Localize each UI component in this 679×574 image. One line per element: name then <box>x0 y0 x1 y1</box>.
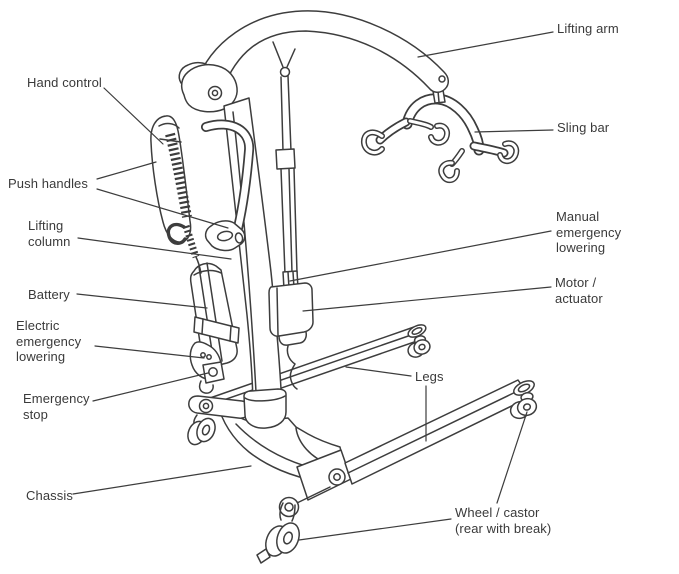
near-leg <box>256 379 538 564</box>
battery-drawing <box>189 262 240 394</box>
leader-emergency-stop <box>92 372 209 402</box>
coiled-cable <box>165 132 202 274</box>
label-legs: Legs <box>415 369 444 384</box>
label-manual-emergency-lowering: Manual emergency lowering <box>556 209 622 255</box>
label-sling-bar: Sling bar <box>557 120 610 135</box>
leader-lifting-arm <box>417 31 554 58</box>
leader-lifting-column <box>77 237 232 260</box>
mast-pivot-head <box>178 61 238 113</box>
label-lifting-column: Lifting column <box>28 218 71 249</box>
front-right-castor <box>509 391 538 420</box>
leader-chassis <box>72 465 252 495</box>
rear-left-castor <box>187 395 251 446</box>
push-handles-drawing <box>201 119 255 252</box>
label-motor-actuator: Motor / actuator <box>555 275 603 306</box>
leader-push-handles-upper <box>96 161 157 180</box>
front-left-castor <box>407 335 431 358</box>
label-hand-control: Hand control <box>27 75 102 90</box>
leader-push-handles-lower <box>96 188 229 229</box>
electric-lowering-buttons <box>200 352 212 360</box>
leader-hand-control <box>103 87 164 145</box>
far-leg <box>209 324 431 412</box>
leader-sling-bar <box>474 129 554 133</box>
label-push-handles: Push handles <box>8 176 88 191</box>
leader-legs-far <box>345 366 412 377</box>
label-battery: Battery <box>28 287 70 302</box>
leader-motor-actuator <box>302 286 552 312</box>
leader-electric-emergency-lowering <box>94 345 205 359</box>
label-chassis: Chassis <box>26 488 73 503</box>
lifting-column-drawing <box>223 97 287 429</box>
sling-bar-drawing <box>360 89 520 184</box>
leader-wheel-front <box>496 411 528 504</box>
label-wheel-castor: Wheel / castor (rear with break) <box>455 505 552 536</box>
emergency-stop-button <box>202 361 225 384</box>
leader-battery <box>76 293 208 309</box>
motor-actuator-drawing <box>268 282 314 390</box>
leader-lines <box>72 31 554 541</box>
rear-right-castor <box>256 502 300 564</box>
label-electric-emergency-lowering: Electric emergency lowering <box>16 318 82 364</box>
leader-manual-emergency-lowering <box>289 230 552 282</box>
label-lifting-arm: Lifting arm <box>557 21 619 36</box>
leader-wheel-rear <box>298 518 452 541</box>
label-emergency-stop: Emergency stop <box>23 391 90 422</box>
